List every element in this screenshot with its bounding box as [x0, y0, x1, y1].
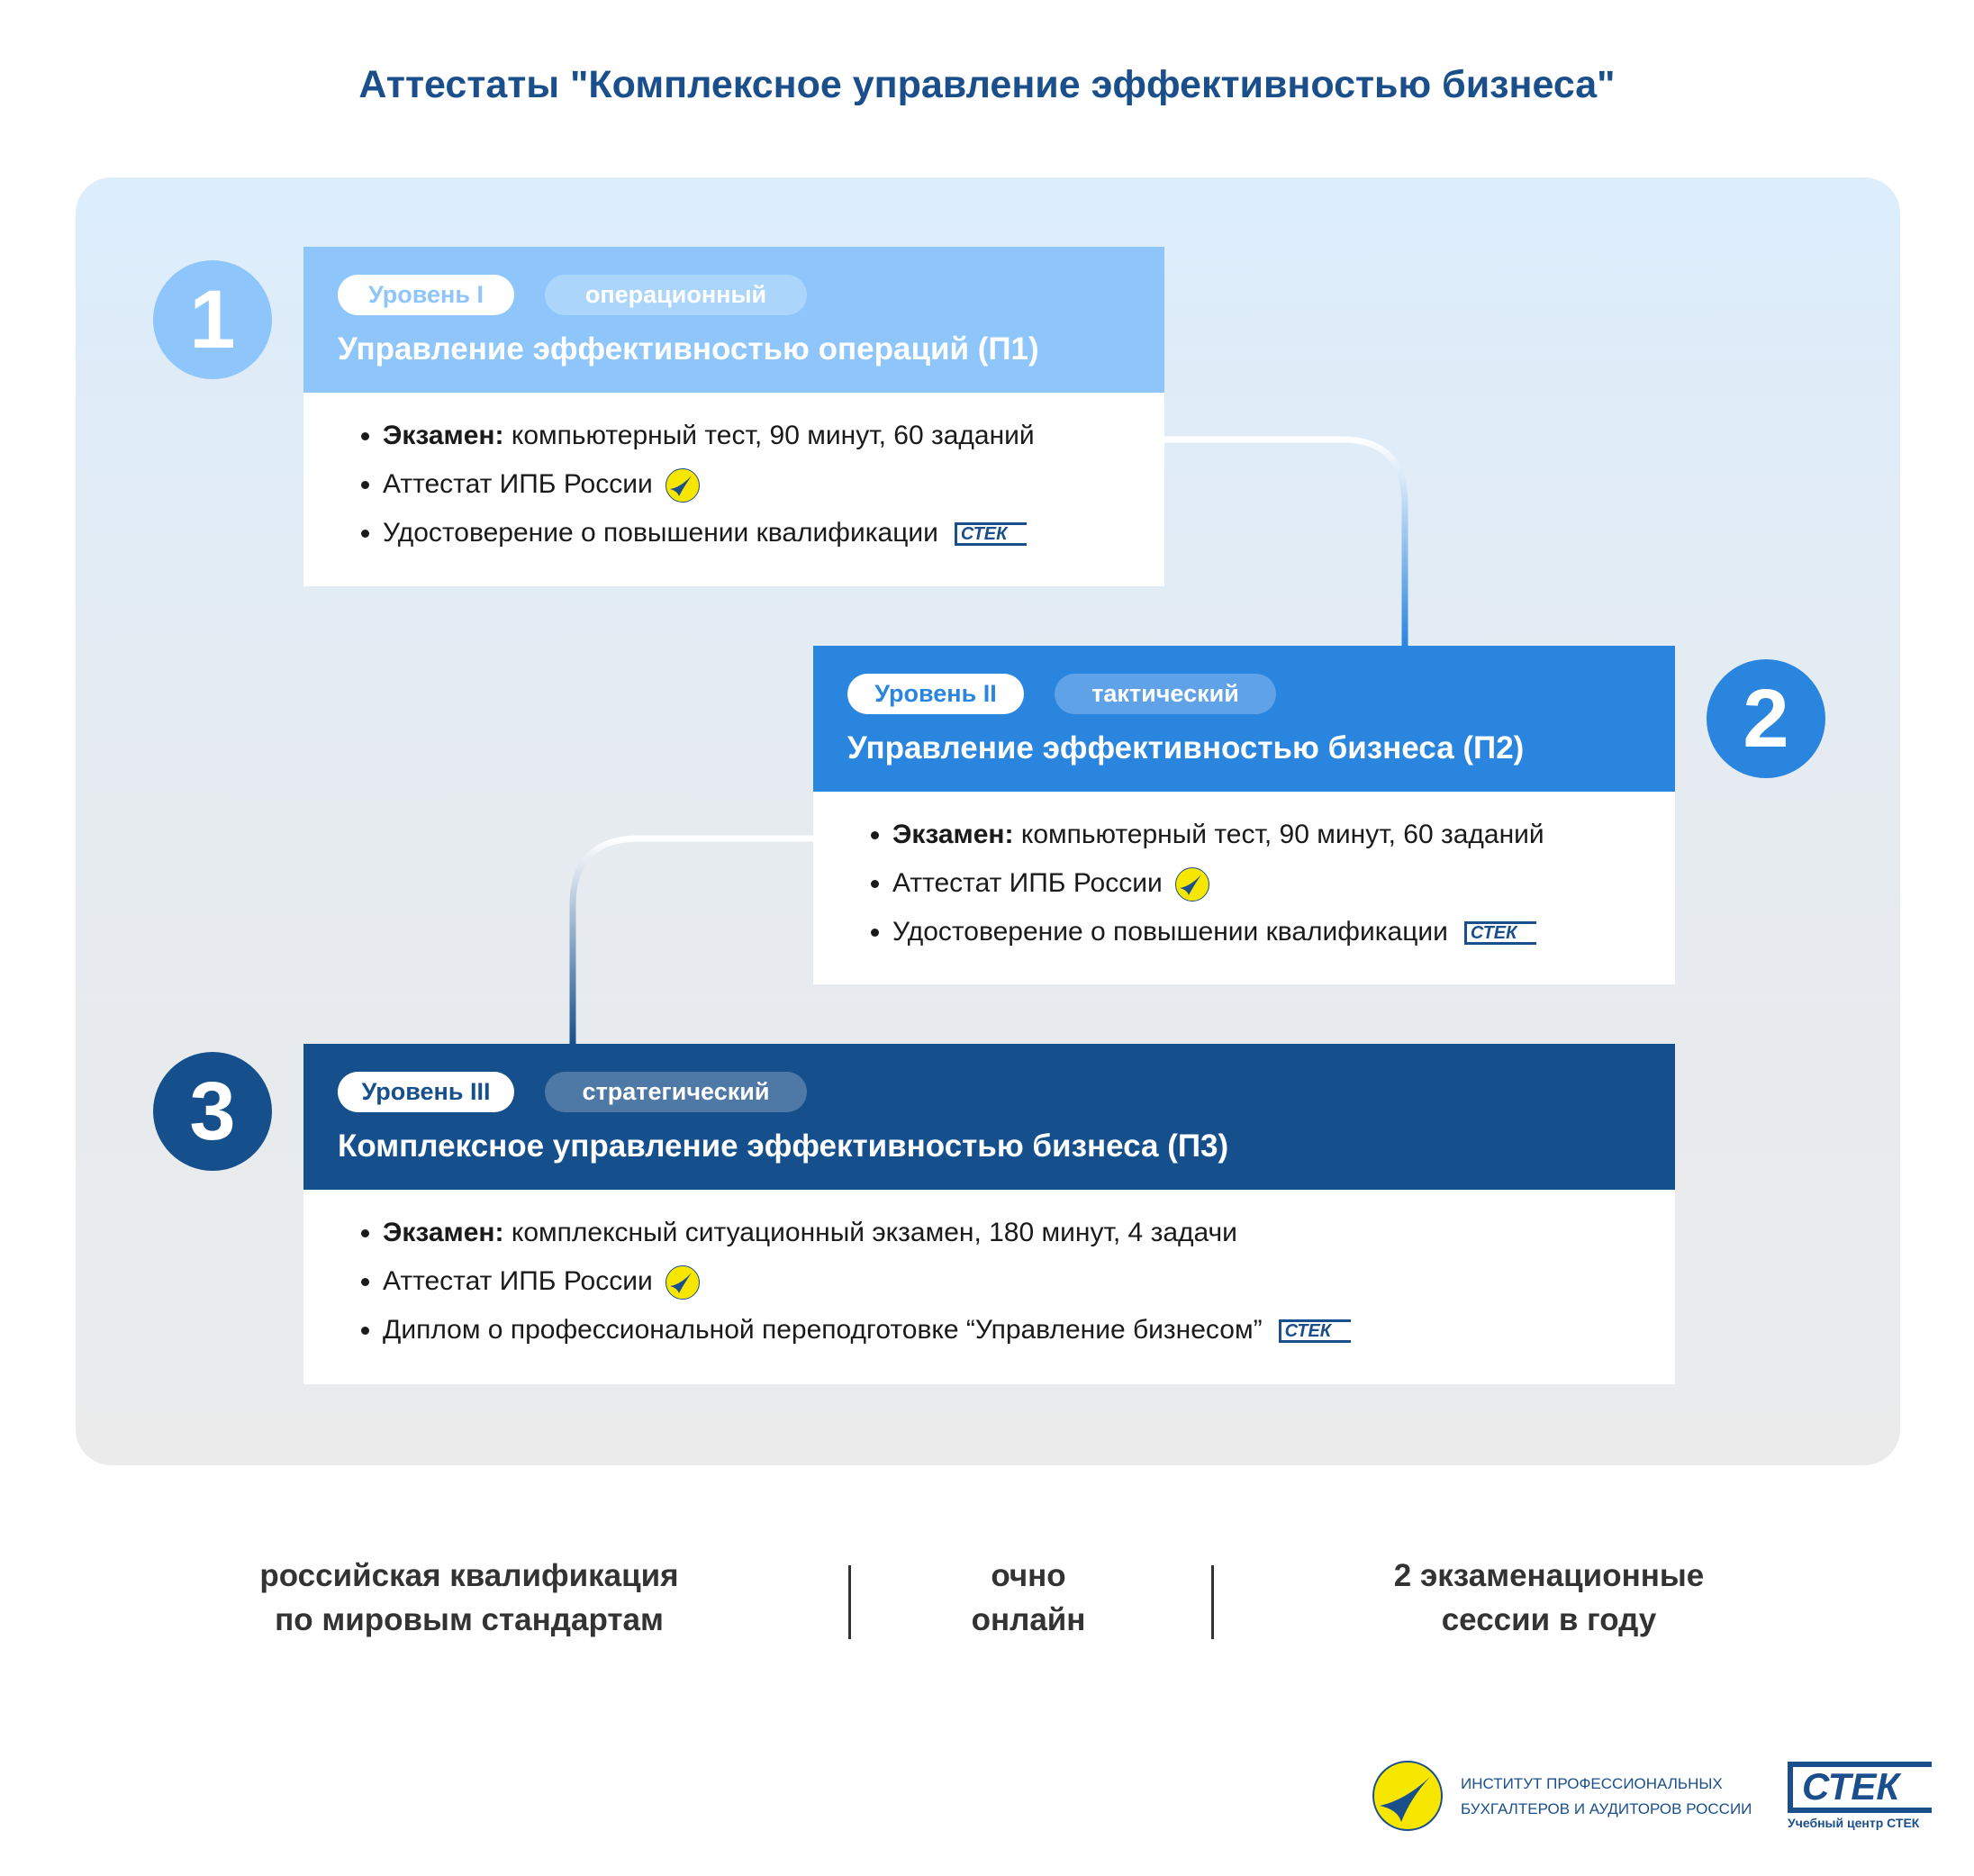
level-title: Управление эффективностью операций (П1) — [338, 331, 1039, 367]
level-details: Экзамен: компьютерный тест, 90 минут, 60… — [358, 412, 1035, 557]
level-details: Экзамен: комплексный ситуационный экзаме… — [358, 1209, 1351, 1355]
ipb-logo-icon — [665, 468, 700, 503]
connector-1-2 — [1164, 436, 1408, 646]
ipb-logo-icon — [665, 1265, 700, 1301]
exam-item: Экзамен: компьютерный тест, 90 минут, 60… — [383, 412, 1035, 460]
level-1-header: Уровень I операционный Управление эффект… — [303, 247, 1164, 393]
level-title: Комплексное управление эффективностью би… — [338, 1128, 1229, 1164]
level-2-header: Уровень II тактический Управление эффект… — [813, 646, 1675, 792]
exam-item: Экзамен: компьютерный тест, 90 минут, 60… — [892, 811, 1544, 859]
ipb-swoosh-icon — [1380, 1777, 1430, 1822]
attestat-item: Аттестат ИПБ России — [383, 460, 1035, 509]
level-badge: Уровень II — [847, 674, 1024, 714]
attestat-item: Аттестат ИПБ России — [892, 859, 1544, 908]
footer-divider — [1211, 1565, 1214, 1639]
certificate-item: Удостоверение о повышении квалификацииСТ… — [892, 908, 1544, 956]
level-title: Управление эффективностью бизнеса (П2) — [847, 730, 1525, 766]
level-type: тактический — [1055, 674, 1276, 714]
level-3-number: 3 — [153, 1052, 272, 1171]
connector-2-3 — [569, 835, 813, 1044]
ipb-logo-icon — [1174, 867, 1209, 902]
level-badge: Уровень I — [338, 275, 514, 315]
attestat-item: Аттестат ИПБ России — [383, 1257, 1351, 1306]
level-badge: Уровень III — [338, 1072, 514, 1112]
stek-logo: СТЕК — [1788, 1762, 1932, 1813]
level-details: Экзамен: компьютерный тест, 90 минут, 60… — [867, 811, 1544, 956]
level-type: стратегический — [545, 1072, 807, 1112]
level-3-card: Уровень III стратегический Комплексное у… — [303, 1044, 1675, 1384]
exam-item: Экзамен: комплексный ситуационный экзаме… — [383, 1209, 1351, 1257]
level-2-card: Уровень II тактический Управление эффект… — [813, 646, 1675, 984]
footer-divider — [848, 1565, 851, 1639]
level-type: операционный — [545, 275, 807, 315]
ipb-logo — [1372, 1761, 1443, 1831]
certificate-item: Удостоверение о повышении квалификацииСТ… — [383, 509, 1035, 557]
level-1-number: 1 — [153, 260, 272, 379]
stek-logo-icon: СТЕК — [1278, 1319, 1351, 1344]
level-3-header: Уровень III стратегический Комплексное у… — [303, 1044, 1675, 1190]
level-2-number: 2 — [1707, 659, 1825, 778]
page-title: Аттестаты "Комплексное управление эффект… — [358, 63, 1616, 106]
stek-logo-icon: СТЕК — [1463, 921, 1536, 946]
level-1-card: Уровень I операционный Управление эффект… — [303, 247, 1164, 586]
certificate-item: Диплом о профессиональной переподготовке… — [383, 1306, 1351, 1355]
stek-logo-icon: СТЕК — [954, 522, 1027, 547]
stek-logo-caption: Учебный центр СТЕК — [1788, 1816, 1920, 1830]
